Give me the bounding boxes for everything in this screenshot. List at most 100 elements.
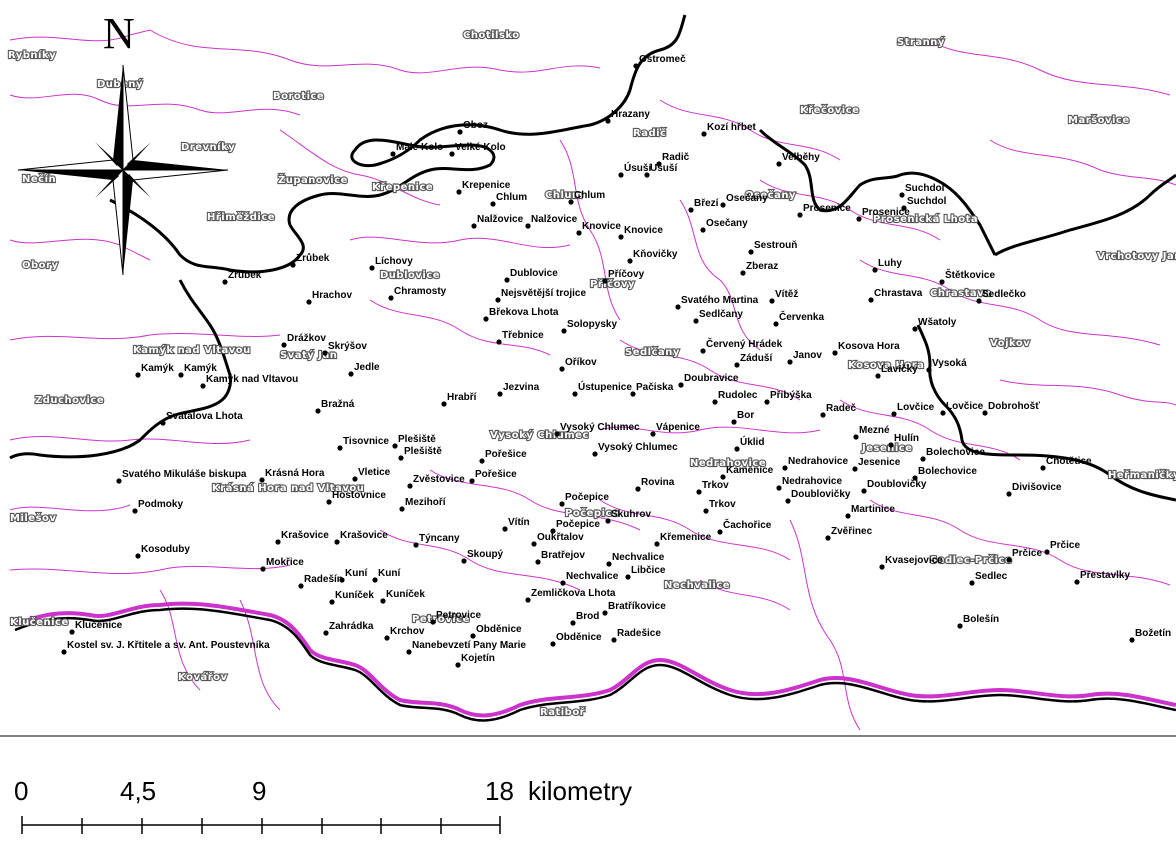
place-marker[interactable]: Nedrahovice (782, 456, 848, 471)
place-marker[interactable]: Podmoky (132, 499, 183, 514)
place-marker[interactable]: Kosova Hora (832, 341, 900, 356)
place-marker[interactable]: Chramosty (388, 286, 447, 301)
place-marker[interactable]: Skoupý (461, 549, 504, 564)
place-marker[interactable]: Doubravice (678, 373, 739, 388)
place-marker[interactable]: Březí (688, 198, 720, 213)
place-marker[interactable]: Hulín (888, 433, 919, 448)
place-marker[interactable]: Břekova Lhota (483, 307, 559, 322)
place-marker[interactable]: Přibýška (764, 390, 812, 405)
place-marker[interactable]: Sedlčany (693, 309, 743, 324)
place-marker[interactable]: Drážkov (281, 333, 326, 348)
place-marker[interactable]: Malé Kolo (390, 142, 443, 157)
place-marker[interactable]: Kosoduby (135, 544, 190, 559)
place-marker[interactable]: Mokřice (260, 557, 304, 572)
place-marker[interactable]: Nanebevzetí Pany Marie (406, 640, 526, 655)
place-marker[interactable]: Obděnice (470, 624, 522, 639)
place-marker[interactable]: Doublovičky (785, 489, 851, 504)
place-marker[interactable]: Kozí hřbet (701, 122, 757, 137)
place-marker[interactable]: Krásná Hora (259, 468, 325, 483)
place-marker[interactable]: Obděnice (550, 632, 602, 647)
place-marker[interactable]: Kamýk (135, 363, 174, 378)
place-marker[interactable]: Prčice (1006, 548, 1042, 563)
place-marker[interactable]: Vletice (352, 467, 391, 482)
place-marker[interactable]: Jezvina (497, 382, 540, 397)
place-marker[interactable]: Vítín (502, 517, 530, 532)
place-marker[interactable]: Červený Hrádek (700, 337, 783, 354)
place-marker[interactable]: Lovčice (940, 401, 984, 416)
place-marker[interactable]: Pořešice (469, 469, 517, 484)
place-marker[interactable]: Plešiště (398, 446, 442, 461)
place-marker[interactable]: Knovice (618, 225, 663, 240)
place-marker[interactable]: Prosenice (856, 207, 910, 222)
place-marker[interactable]: Velké Kolo (449, 142, 506, 157)
place-marker[interactable]: Trkov (696, 480, 729, 495)
place-marker[interactable]: Knovice (576, 221, 621, 236)
place-marker[interactable]: Bolechovice (912, 466, 977, 481)
place-marker[interactable]: Vysoký Chlumec (554, 422, 640, 437)
place-marker[interactable]: Libčice (625, 565, 666, 580)
place-marker[interactable]: Sedlečko (976, 289, 1026, 304)
place-marker[interactable]: Vítěž (769, 289, 798, 304)
place-marker[interactable]: Kuníček (329, 590, 374, 605)
place-marker[interactable]: Luhy (872, 258, 902, 273)
place-marker[interactable]: Bražná (315, 399, 355, 414)
place-marker[interactable]: Jesenice (852, 457, 901, 472)
place-marker[interactable]: Týncany (413, 533, 460, 548)
place-marker[interactable]: Tisovnice (337, 436, 389, 451)
place-marker[interactable]: Třebnice (496, 330, 544, 345)
place-marker[interactable]: Počepice (559, 492, 609, 507)
place-marker[interactable]: Ostromeč (633, 54, 686, 69)
place-marker[interactable]: Chotětice (1040, 456, 1092, 471)
place-marker[interactable]: Bor (731, 410, 754, 425)
place-marker[interactable]: Divišovice (1006, 482, 1062, 497)
place-marker[interactable]: Nalžovice (525, 214, 578, 229)
place-marker[interactable]: Hrazany (605, 109, 650, 124)
place-marker[interactable]: Velběhy (776, 152, 820, 167)
place-marker[interactable]: Sestrouň (748, 240, 797, 255)
place-marker[interactable]: Červenka (773, 310, 824, 327)
place-marker[interactable]: Petrovice (430, 610, 481, 625)
place-marker[interactable]: Wšatoly (912, 317, 957, 332)
place-marker[interactable]: Trkov (703, 499, 736, 514)
place-marker[interactable]: Božetín (1129, 628, 1171, 643)
place-marker[interactable]: Zrůbek (290, 252, 330, 268)
place-marker[interactable]: Krašovice (275, 530, 329, 545)
place-marker[interactable]: Skuhrov (605, 509, 651, 524)
place-marker[interactable]: Kňovičky (627, 249, 678, 264)
place-marker[interactable]: Prosenice (797, 203, 851, 218)
place-marker[interactable]: Svatého Martina (675, 295, 759, 310)
place-marker[interactable]: Mezné (853, 425, 890, 440)
place-marker[interactable]: Kvasejovice (879, 555, 943, 570)
place-marker[interactable]: Ústupenice (572, 380, 632, 397)
place-marker[interactable]: Janov (787, 350, 822, 365)
place-marker[interactable]: Svatého Mikuláše biskupa (116, 469, 247, 484)
place-marker[interactable]: Líchovy (369, 256, 413, 271)
place-marker[interactable]: Martinice (845, 504, 895, 519)
place-marker[interactable]: Nejsvětější trojice (495, 288, 586, 303)
place-marker[interactable]: Chrastava (868, 288, 923, 303)
place-marker[interactable]: Dublovice (504, 268, 558, 283)
place-marker[interactable]: Osečany (700, 218, 748, 233)
place-marker[interactable]: Svatalova Lhota (160, 411, 243, 426)
place-marker[interactable]: Zahrádka (323, 621, 374, 636)
place-marker[interactable]: Krepenice (456, 180, 511, 195)
place-marker[interactable]: Vysoký Chlumec (592, 442, 678, 457)
place-marker[interactable]: Lavičky (875, 364, 918, 379)
place-marker[interactable]: Příčovy (602, 269, 645, 284)
place-marker[interactable]: Dobrohošť (982, 401, 1040, 416)
place-marker[interactable]: Kojetín (455, 653, 495, 668)
place-marker[interactable]: Suchdol (899, 183, 945, 198)
place-marker[interactable]: Oboz (457, 120, 488, 135)
place-marker[interactable]: Zemličkova Lhota (525, 588, 616, 603)
place-marker[interactable]: Kuní (339, 568, 368, 583)
place-marker[interactable]: Kamenice (720, 465, 774, 480)
place-marker[interactable]: Pořešice (479, 449, 527, 464)
place-marker[interactable]: Vysoká (926, 358, 967, 373)
place-marker[interactable]: Suchdol (901, 196, 947, 211)
place-marker[interactable]: Zvěstovice (407, 474, 465, 489)
place-marker[interactable]: Křemenice (654, 532, 712, 547)
place-marker[interactable]: Nechvalice (606, 552, 665, 567)
place-marker[interactable]: Oukřtalov (531, 532, 584, 547)
place-marker[interactable]: Počepice (550, 519, 600, 534)
